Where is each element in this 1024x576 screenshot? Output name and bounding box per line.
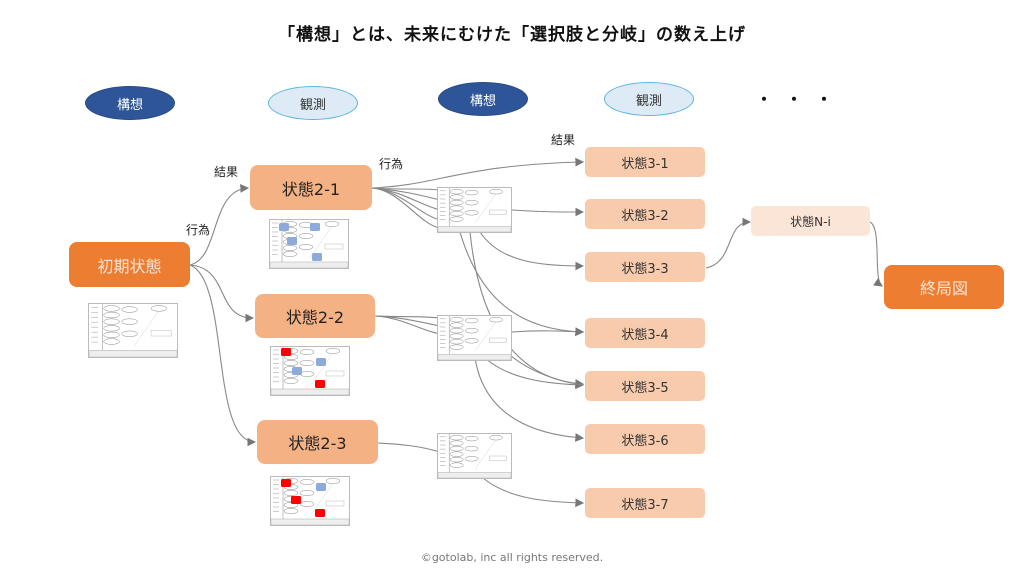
snapshot-thumbnail bbox=[88, 303, 178, 358]
phase-concept-2: 構想 bbox=[438, 82, 528, 116]
red-marker bbox=[281, 479, 291, 487]
snapshot-thumbnail bbox=[270, 346, 350, 396]
edge-label-action: 行為 bbox=[379, 157, 404, 171]
edge-initial-2-3 bbox=[189, 264, 257, 447]
red-marker bbox=[291, 496, 301, 504]
node-state-N-i: 状態N-i bbox=[751, 206, 870, 236]
edge-2-2-3-5a bbox=[484, 357, 585, 390]
edge-label-result: 結果 bbox=[551, 133, 576, 147]
edge-initial-2-2 bbox=[189, 264, 255, 323]
node-state-3-3: 状態3-3 bbox=[585, 252, 705, 282]
edge-2-1-3-1 bbox=[371, 157, 585, 189]
edge-N-final bbox=[869, 221, 883, 287]
snapshot-thumbnail bbox=[270, 476, 350, 526]
snapshot-thumbnail bbox=[437, 315, 512, 361]
node-state-3-7: 状態3-7 bbox=[585, 488, 705, 518]
node-state-3-4: 状態3-4 bbox=[585, 318, 705, 348]
red-marker bbox=[281, 348, 291, 356]
snapshot-thumbnail bbox=[437, 433, 512, 479]
node-state-2-2: 状態2-2 bbox=[255, 294, 375, 338]
red-marker bbox=[315, 509, 325, 517]
edge-label-result: 結果 bbox=[214, 165, 239, 179]
edge-label-action: 行為 bbox=[186, 223, 211, 237]
edge-2-3-3-7 bbox=[482, 477, 585, 508]
blue-marker bbox=[310, 223, 320, 231]
edge-3-3-N bbox=[705, 217, 752, 269]
copyright-footer: ©gotolab, inc all rights reserved. bbox=[420, 551, 604, 564]
node-state-3-5: 状態3-5 bbox=[585, 371, 705, 401]
blue-marker bbox=[287, 237, 297, 245]
edge-2-2-3-5b bbox=[509, 354, 584, 386]
node-state-3-2: 状態3-2 bbox=[585, 199, 705, 229]
ellipsis: ・・・ bbox=[756, 90, 847, 109]
node-state-2-1: 状態2-1 bbox=[250, 165, 372, 210]
phase-observe-2: 観測 bbox=[604, 82, 694, 116]
blue-marker bbox=[312, 253, 322, 261]
edge-2-1-3-2 bbox=[511, 207, 585, 217]
node-state-2-3: 状態2-3 bbox=[257, 420, 378, 464]
blue-marker bbox=[316, 483, 326, 491]
snapshot-thumbnail bbox=[269, 219, 349, 269]
blue-marker bbox=[279, 223, 289, 231]
edge-2-1-3-5 bbox=[469, 231, 585, 388]
red-marker bbox=[315, 380, 325, 388]
edge-2-1-3-3 bbox=[479, 231, 585, 271]
blue-marker bbox=[292, 367, 302, 375]
snapshot-thumbnail bbox=[437, 187, 512, 233]
blue-marker bbox=[316, 358, 326, 366]
node-final-position: 終局図 bbox=[884, 265, 1004, 309]
edge-initial-2-1 bbox=[189, 184, 250, 266]
edge-2-1-3-4 bbox=[459, 231, 585, 337]
node-initial-state: 初期状態 bbox=[69, 242, 190, 287]
edge-2-2-3-6 bbox=[474, 357, 585, 442]
phase-observe-1: 観測 bbox=[268, 86, 358, 120]
phase-concept-1: 構想 bbox=[85, 86, 175, 120]
page-title: 「構想」とは、未来にむけた「選択肢と分岐」の数え上げ bbox=[278, 25, 746, 45]
edge-2-2-3-4 bbox=[511, 327, 585, 337]
node-state-3-6: 状態3-6 bbox=[585, 424, 705, 454]
node-state-3-1: 状態3-1 bbox=[585, 147, 705, 177]
